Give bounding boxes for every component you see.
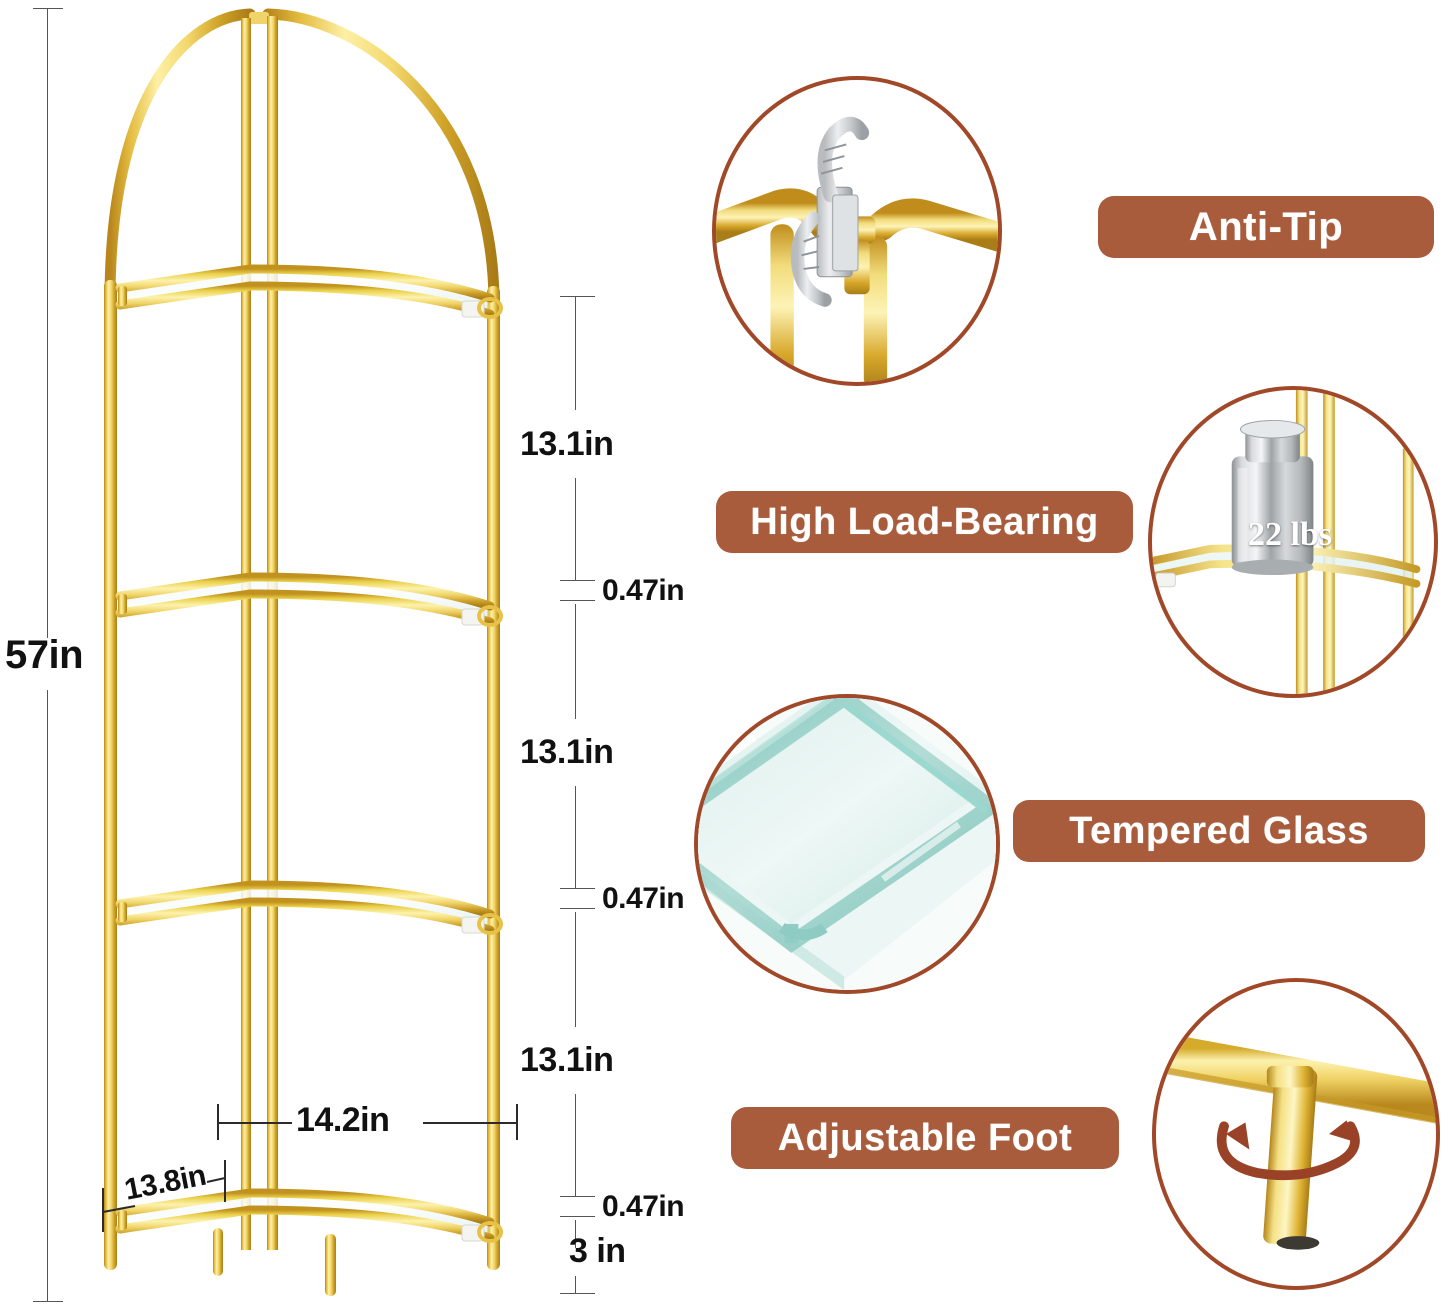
height-dimension-tick-bottom <box>33 1301 63 1302</box>
anti-tip-label-pill: Anti-Tip <box>1098 196 1434 258</box>
thickness2-dimension-label: 0.47in <box>602 882 685 915</box>
height-dimension-tick-top <box>33 8 63 9</box>
tempered-glass-illustration <box>698 698 996 990</box>
tempered-glass-detail-oval <box>694 694 1000 994</box>
adjustable-foot-label-text: Adjustable Foot <box>777 1116 1073 1159</box>
adjustable-foot-detail-oval <box>1152 978 1440 1290</box>
tier2-dimension-line-lower <box>575 786 576 888</box>
tier3-dimension-line <box>575 912 576 1027</box>
thickness2-tick-bottom <box>560 908 595 909</box>
tier2-dimension-label: 13.1in <box>520 733 614 771</box>
tempered-glass-label-text: Tempered Glass <box>1069 809 1369 852</box>
depth-dimension-group: 13.8in <box>95 1140 325 1235</box>
tier2-dimension-line <box>575 604 576 719</box>
adjustable-foot-label-pill: Adjustable Foot <box>731 1107 1119 1169</box>
tier-dimension-column: 13.1in 0.47in 13.1in 0.47in 13.1in 0.47i… <box>520 0 740 1310</box>
high-load-bearing-label-pill: High Load-Bearing <box>716 491 1133 553</box>
clearance-dimension-line-lower <box>575 1276 576 1294</box>
clearance-dimension-label: 3 in <box>569 1232 626 1270</box>
thickness3-tick-bottom <box>560 1216 595 1217</box>
anti-tip-illustration <box>716 116 998 382</box>
width-dimension-line-left <box>217 1122 292 1124</box>
tier1-dimension-line <box>575 296 576 410</box>
thickness3-dimension-label: 0.47in <box>602 1190 685 1223</box>
height-dimension-line-lower <box>47 690 48 1302</box>
product-illustration-svg <box>104 8 503 1296</box>
tier3-dimension-line-lower <box>575 1094 576 1196</box>
thickness1-tick-top <box>560 580 595 581</box>
weight-value-label: 22 lbs <box>1248 516 1333 553</box>
high-load-bearing-label-text: High Load-Bearing <box>750 500 1099 543</box>
width-dimension-line-right <box>423 1122 516 1124</box>
width-dimension-tick-right <box>516 1104 518 1140</box>
thickness1-tick-bottom <box>560 600 595 601</box>
adjustable-foot-illustration <box>1156 1031 1436 1250</box>
clearance-tick-bottom <box>560 1293 595 1294</box>
width-dimension-label: 14.2in <box>296 1101 390 1139</box>
clearance-dimension-line <box>575 1220 576 1248</box>
thickness2-tick-top <box>560 888 595 889</box>
tier1-tick-top <box>560 296 595 297</box>
thickness3-tick-top <box>560 1196 595 1197</box>
high-load-bearing-illustration <box>1152 390 1421 694</box>
tier3-dimension-label: 13.1in <box>520 1041 614 1079</box>
height-dimension-label: 57in <box>5 633 84 677</box>
anti-tip-label-text: Anti-Tip <box>1188 204 1344 249</box>
tier1-dimension-label: 13.1in <box>520 425 614 463</box>
anti-tip-detail-oval <box>712 76 1002 386</box>
tempered-glass-label-pill: Tempered Glass <box>1013 800 1425 862</box>
tier1-dimension-line-lower <box>575 478 576 580</box>
thickness1-dimension-label: 0.47in <box>602 574 685 607</box>
high-load-bearing-detail-oval: 22 lbs <box>1148 386 1438 698</box>
height-dimension-line <box>47 8 48 638</box>
product-diagram: 57in 14.2in 13.8in <box>0 0 700 1310</box>
